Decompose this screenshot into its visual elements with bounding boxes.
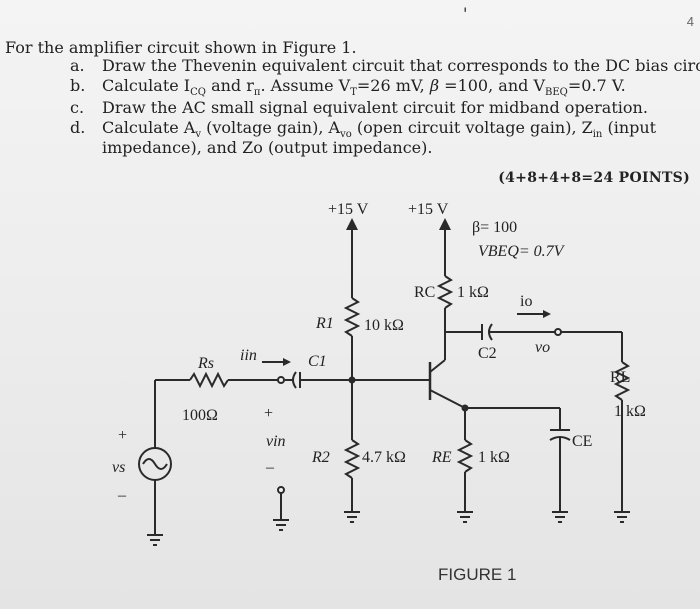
r1-resistor bbox=[343, 297, 361, 337]
vcc1-label: +15 V bbox=[328, 201, 369, 218]
question-intro: For the amplifier circuit shown in Figur… bbox=[5, 38, 357, 57]
beta-label: β= 100 bbox=[472, 219, 517, 236]
page-number: 4 bbox=[686, 14, 694, 29]
points-label: (4+8+4+8=24 POINTS) bbox=[498, 170, 690, 186]
vin-minus-terminal bbox=[277, 486, 285, 494]
item-d-letter: d. bbox=[70, 118, 86, 137]
r2-resistor bbox=[343, 439, 361, 479]
r1-value: 10 kΩ bbox=[364, 317, 404, 334]
vin-label: vin bbox=[266, 433, 286, 450]
item-c-letter: c. bbox=[70, 98, 85, 117]
rc-value: 1 kΩ bbox=[457, 284, 489, 301]
ground-icon bbox=[614, 511, 630, 523]
vin-plus: + bbox=[264, 405, 273, 422]
item-b-letter: b. bbox=[70, 76, 86, 95]
ce-label: CE bbox=[572, 433, 592, 450]
stray-mark: ' bbox=[463, 4, 468, 23]
item-c-text: Draw the AC small signal equivalent circ… bbox=[102, 98, 648, 117]
re-value: 1 kΩ bbox=[478, 449, 510, 466]
c1-label: C1 bbox=[308, 353, 327, 370]
vbeq-label: VBEQ= 0.7V bbox=[478, 243, 566, 260]
sine-icon bbox=[142, 458, 168, 470]
item-a-letter: a. bbox=[70, 56, 85, 75]
rs-name: Rs bbox=[197, 355, 214, 372]
item-b-text: Calculate ICQ and rπ. Assume VT=26 mV, β… bbox=[102, 76, 626, 99]
transistor-emitter bbox=[429, 389, 466, 409]
item-d-text: Calculate Av (voltage gain), Avo (open c… bbox=[102, 118, 657, 141]
re-resistor bbox=[456, 439, 474, 473]
re-name: RE bbox=[431, 449, 452, 466]
r1-name: R1 bbox=[315, 315, 334, 332]
vs-minus: – bbox=[117, 487, 127, 504]
ground-icon bbox=[273, 519, 289, 531]
r2-name: R2 bbox=[311, 449, 330, 466]
ground-icon bbox=[344, 511, 360, 523]
vcc2-label: +15 V bbox=[408, 201, 449, 218]
io-arrow-icon bbox=[543, 310, 551, 318]
ground-symbols bbox=[147, 511, 630, 546]
iin-label: iin bbox=[240, 347, 257, 364]
vo-terminal bbox=[554, 328, 562, 336]
ground-icon bbox=[147, 534, 163, 546]
iin-arrow-icon bbox=[283, 358, 291, 366]
vs-plus: + bbox=[118, 427, 127, 444]
rc-resistor bbox=[436, 275, 454, 309]
rc-name: RC bbox=[414, 284, 435, 301]
rl-name: RL bbox=[610, 369, 630, 386]
rl-resistor bbox=[613, 361, 631, 401]
transistor-collector bbox=[429, 359, 446, 373]
vo-label: vo bbox=[535, 339, 550, 356]
emitter-node bbox=[461, 404, 469, 412]
ground-icon bbox=[457, 511, 473, 523]
vcc2-arrow-icon bbox=[439, 218, 451, 230]
rs-value: 100Ω bbox=[182, 407, 218, 424]
ground-icon bbox=[552, 511, 568, 523]
figure-caption: FIGURE 1 bbox=[438, 565, 516, 584]
r2-value: 4.7 kΩ bbox=[362, 449, 406, 466]
vin-minus: – bbox=[265, 459, 275, 476]
vin-terminal bbox=[277, 376, 285, 384]
io-label: io bbox=[520, 293, 532, 310]
item-d-text-cont: impedance), and Zo (output impedance). bbox=[102, 138, 433, 157]
c1-plate-left bbox=[292, 371, 297, 389]
vs-label: vs bbox=[112, 459, 125, 476]
vcc1-arrow-icon bbox=[346, 218, 358, 230]
rs-resistor bbox=[189, 371, 229, 389]
rl-value: 1 kΩ bbox=[614, 403, 646, 420]
c2-label: C2 bbox=[478, 345, 497, 362]
item-a-text: Draw the Thevenin equivalent circuit tha… bbox=[102, 56, 700, 75]
